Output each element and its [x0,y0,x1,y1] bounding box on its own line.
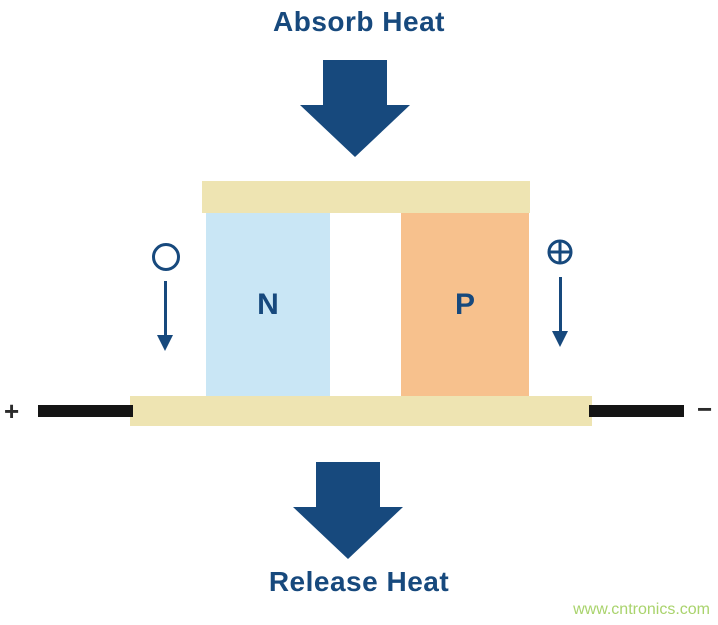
release-heat-label: Release Heat [268,566,450,597]
p-block-label: P [454,287,475,321]
positive-lead-wire [38,405,133,417]
n-type-block: N [206,213,330,396]
arrow-head [157,335,173,351]
watermark: www.cntronics.com [573,601,710,618]
heat-out-down-arrow-icon [293,462,403,559]
arrow-head [300,105,410,157]
heat-in-down-arrow-icon [300,60,410,157]
minus-terminal-label: − [697,394,713,424]
n-block-label: N [257,287,279,321]
hole-flow-down-arrow-icon [551,277,569,347]
plus-terminal-label: + [4,396,20,426]
arrow-shaft [316,462,380,507]
arrow-shaft [163,281,167,335]
electron-flow-down-arrow-icon [156,281,174,351]
absorb-heat-label: Absorb Heat [273,6,445,37]
negative-lead-wire [589,405,684,417]
hole-plus-icon [547,239,573,265]
bottom-ceramic-plate [130,396,592,426]
arrow-shaft [558,277,562,331]
arrow-head [552,331,568,347]
top-ceramic-plate [202,181,530,213]
electron-icon [152,243,180,271]
arrow-head [293,507,403,559]
arrow-shaft [323,60,387,105]
p-type-block: P [401,213,529,396]
